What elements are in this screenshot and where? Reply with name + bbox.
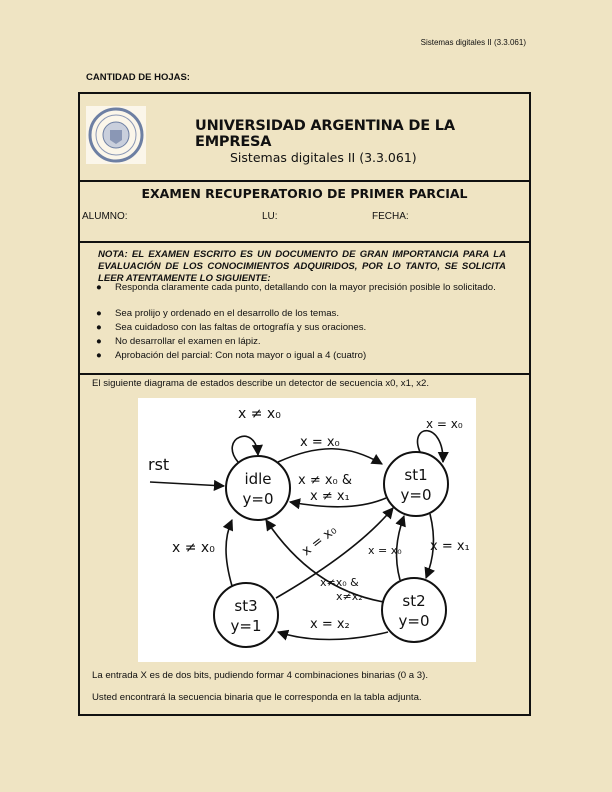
header-course-ref: Sistemas digitales II (3.3.061) bbox=[420, 38, 526, 47]
state-st1-name: st1 bbox=[404, 466, 427, 484]
divider bbox=[80, 241, 529, 243]
label-st2-st1: x = x₀ bbox=[368, 544, 402, 557]
instruction-text: Aprobación del parcial: Con nota mayor o… bbox=[115, 350, 367, 361]
state-st2-output: y=0 bbox=[399, 612, 430, 630]
instruction-item: ● Aprobación del parcial: Con nota mayor… bbox=[96, 350, 506, 362]
state-st1-output: y=0 bbox=[401, 486, 432, 504]
paragraph-input-bits: La entrada X es de dos bits, pudiendo fo… bbox=[92, 670, 428, 681]
state-st2 bbox=[381, 577, 447, 643]
transition-st2-idle bbox=[265, 519, 385, 603]
instruction-text: Responda claramente cada punto, detallan… bbox=[115, 282, 496, 293]
instruction-text: Sea cuidadoso con las faltas de ortograf… bbox=[115, 322, 367, 333]
instruction-item: ● Sea prolijo y ordenado en el desarroll… bbox=[96, 308, 506, 320]
student-id-label: LU: bbox=[262, 211, 278, 222]
transition-idle-self bbox=[231, 435, 263, 463]
label-st2-st3: x = x₂ bbox=[310, 617, 350, 632]
paragraph-sequence-table: Usted encontrará la secuencia binaria qu… bbox=[92, 692, 422, 703]
label-st1-st2: x = x₁ bbox=[430, 539, 470, 554]
state-st1 bbox=[383, 451, 449, 517]
university-logo bbox=[86, 106, 146, 164]
date-label: FECHA: bbox=[372, 211, 409, 222]
exam-frame: UNIVERSIDAD ARGENTINA DE LA EMPRESA Sist… bbox=[78, 92, 531, 716]
label-st3-st1: x = x₀ bbox=[299, 523, 340, 559]
state-st3-name: st3 bbox=[234, 597, 257, 615]
exam-title: EXAMEN RECUPERATORIO DE PRIMER PARCIAL bbox=[141, 186, 468, 201]
transition-st1-idle bbox=[288, 497, 387, 510]
divider bbox=[80, 180, 529, 182]
label-st3-idle: x ≠ x₀ bbox=[172, 540, 215, 556]
sheets-count-label: CANTIDAD DE HOJAS: bbox=[86, 72, 190, 83]
transition-idle-st1 bbox=[277, 447, 383, 465]
state-diagram: idle y=0 st1 y=0 st2 y=0 st3 y=1 rst x ≠… bbox=[138, 398, 476, 662]
transition-st1-st2 bbox=[424, 513, 435, 580]
label-st2-idle-2: x≠x₂ bbox=[336, 590, 363, 603]
label-idle-st1: x = x₀ bbox=[300, 435, 340, 450]
label-st2-idle-1: x≠x₀ & bbox=[320, 576, 359, 589]
bullet-icon: ● bbox=[96, 282, 102, 293]
subject-title: Sistemas digitales II (3.3.061) bbox=[230, 150, 417, 165]
state-idle-output: y=0 bbox=[243, 490, 274, 508]
transition-st3-idle bbox=[222, 518, 234, 587]
bullet-icon: ● bbox=[96, 322, 102, 333]
state-st2-name: st2 bbox=[402, 592, 425, 610]
instruction-item: ● Responda claramente cada punto, detall… bbox=[96, 282, 506, 294]
state-idle bbox=[225, 455, 291, 521]
instruction-text: No desarrollar el examen en lápiz. bbox=[115, 336, 261, 347]
university-name: UNIVERSIDAD ARGENTINA DE LA EMPRESA bbox=[195, 118, 455, 150]
transition-st2-st1 bbox=[395, 514, 406, 581]
transition-st3-st1 bbox=[275, 507, 394, 599]
instruction-item: ● No desarrollar el examen en lápiz. bbox=[96, 336, 506, 348]
divider bbox=[80, 373, 529, 375]
transition-st1-self bbox=[416, 429, 449, 464]
instruction-text: Sea prolijo y ordenado en el desarrollo … bbox=[115, 308, 339, 319]
bullet-icon: ● bbox=[96, 308, 102, 319]
label-idle-self: x ≠ x₀ bbox=[238, 406, 281, 422]
label-st1-idle-2: x ≠ x₁ bbox=[310, 489, 350, 504]
instruction-item: ● Sea cuidadoso con las faltas de ortogr… bbox=[96, 322, 506, 334]
diagram-intro: El siguiente diagrama de estados describ… bbox=[92, 378, 430, 389]
label-st1-idle-1: x ≠ x₀ & bbox=[298, 473, 352, 488]
reset-arrow bbox=[149, 479, 226, 492]
exam-note: NOTA: EL EXAMEN ESCRITO ES UN DOCUMENTO … bbox=[98, 249, 506, 284]
transition-st2-st3 bbox=[276, 629, 389, 641]
bullet-icon: ● bbox=[96, 350, 102, 361]
reset-label: rst bbox=[148, 455, 169, 474]
bullet-icon: ● bbox=[96, 336, 102, 347]
state-st3 bbox=[213, 582, 279, 648]
state-st3-output: y=1 bbox=[231, 617, 262, 635]
student-name-label: ALUMNO: bbox=[82, 211, 128, 222]
label-st1-self: x = x₀ bbox=[426, 417, 463, 431]
state-idle-name: idle bbox=[244, 470, 271, 488]
